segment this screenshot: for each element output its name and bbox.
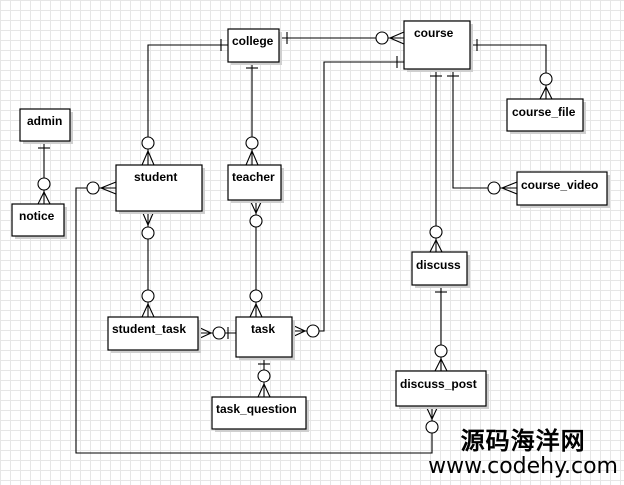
zero-marker — [212, 326, 226, 340]
zero-marker — [249, 214, 263, 228]
many-marker — [257, 383, 271, 398]
zero-marker — [249, 289, 263, 303]
entity-label: course_file — [512, 105, 576, 119]
entity-admin[interactable]: admin — [19, 108, 73, 144]
entity-label: course — [414, 26, 454, 40]
rel-college-student — [147, 44, 228, 165]
entity-teacher[interactable]: teacher — [227, 164, 284, 203]
entity-label: discuss_post — [400, 377, 477, 391]
rel-course-task — [292, 61, 404, 332]
zero-marker — [37, 177, 51, 191]
zero-marker — [539, 72, 553, 86]
many-marker — [389, 31, 405, 45]
entity-course-video[interactable]: course_video — [516, 171, 610, 208]
zero-marker — [434, 344, 448, 358]
zero-marker — [141, 136, 155, 150]
entity-label: college — [232, 34, 274, 48]
entity-student-task[interactable]: student_task — [107, 316, 201, 353]
watermark-url: www.codehy.com — [428, 453, 618, 479]
zero-marker — [141, 226, 155, 240]
zero-marker — [245, 136, 259, 150]
entity-label: task_question — [216, 402, 297, 416]
entity-course-file[interactable]: course_file — [506, 98, 586, 134]
entity-notice[interactable]: notice — [11, 203, 67, 239]
entity-task-question[interactable]: task_question — [211, 396, 309, 432]
many-marker — [429, 239, 443, 253]
entity-college[interactable]: college — [227, 28, 282, 65]
zero-marker — [141, 289, 155, 303]
entity-task[interactable]: task — [235, 316, 295, 360]
entity-label: discuss — [416, 258, 461, 272]
entity-label: student — [134, 170, 177, 184]
zero-marker — [306, 324, 320, 338]
many-marker — [37, 191, 51, 205]
entity-label: student_task — [112, 322, 186, 336]
many-marker — [100, 181, 117, 195]
entity-discuss[interactable]: discuss — [411, 251, 470, 288]
entity-course[interactable]: course — [403, 20, 473, 72]
many-marker — [141, 150, 155, 166]
entity-label: admin — [27, 114, 62, 128]
cardinality-markers — [37, 31, 553, 434]
entity-discuss-post[interactable]: discuss_post — [395, 370, 489, 409]
zero-marker — [487, 181, 501, 195]
entity-label: notice — [19, 209, 55, 223]
many-marker — [141, 303, 155, 318]
entity-label: teacher — [232, 170, 275, 184]
watermark-chinese: 源码海洋网 — [460, 427, 586, 456]
many-marker — [539, 86, 553, 100]
site-watermark: 源码海洋网 www.codehy.com — [428, 428, 618, 479]
entity-label: task — [251, 322, 275, 336]
many-marker — [434, 358, 448, 372]
zero-marker — [429, 225, 443, 239]
zero-marker — [86, 181, 100, 195]
entity-label: course_video — [521, 178, 598, 192]
many-marker — [245, 150, 259, 166]
zero-marker — [257, 369, 271, 383]
zero-marker — [375, 31, 389, 45]
many-marker — [501, 181, 518, 195]
rel-course-course-file — [470, 44, 547, 99]
zero-marker — [425, 420, 439, 434]
many-marker — [249, 303, 263, 318]
entity-student[interactable]: student — [115, 164, 205, 214]
